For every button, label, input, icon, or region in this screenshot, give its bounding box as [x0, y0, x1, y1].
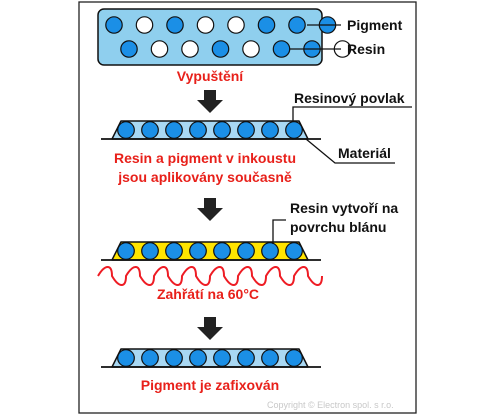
down-arrow-3: [197, 317, 223, 340]
pigment-particle: [165, 242, 183, 260]
pigment-particle: [237, 242, 255, 260]
pigment-particle: [165, 349, 183, 367]
step-1-caption: Vypuštění: [177, 68, 244, 84]
pigment-particle: [189, 349, 207, 367]
pigment-particle: [189, 242, 207, 260]
resin-particle: [150, 40, 169, 58]
pigment-particle: [189, 121, 207, 139]
pigment-particle: [272, 40, 291, 58]
pigment-particle: [213, 242, 231, 260]
pigment-particle: [285, 121, 303, 139]
pigment-row-step-3: [117, 242, 303, 260]
pigment-particle: [117, 121, 135, 139]
material-label: Materiál: [338, 145, 391, 161]
pigment-particle: [141, 121, 159, 139]
pigment-particle: [141, 242, 159, 260]
pigment-particle: [285, 242, 303, 260]
pigment-particle: [261, 242, 279, 260]
pigment-particle: [285, 349, 303, 367]
ink-particles: [105, 16, 352, 58]
down-arrow-1: [197, 90, 223, 113]
pigment-particle: [117, 349, 135, 367]
resin-particle: [196, 16, 215, 34]
resin-film-leader: [272, 219, 286, 244]
copyright-notice: Copyright © Electron spol. s r.o.: [267, 400, 394, 410]
pigment-particle: [120, 40, 138, 58]
step-4-caption: Pigment je zafixován: [141, 377, 279, 393]
pigment-particle: [257, 16, 276, 34]
outer-frame: [78, 1, 417, 414]
step-3-caption: Zahřátí na 60°C: [157, 286, 259, 302]
step-3-layer: [101, 241, 321, 261]
step-2-caption-line-2: jsou aplikovány současně: [117, 169, 292, 185]
step-4-layer: [101, 348, 321, 368]
resin-coating-label: Resinový povlak: [294, 90, 405, 106]
pigment-row-step-2: [117, 121, 303, 139]
pigment-particle: [213, 121, 231, 139]
material-leader: [305, 138, 395, 164]
pigment-particle: [165, 121, 183, 139]
resin-particle: [135, 16, 154, 34]
pigment-particle: [141, 349, 159, 367]
step-2-layer: [101, 120, 321, 140]
down-arrow-2: [197, 198, 223, 221]
pigment-particle: [166, 16, 184, 34]
legend-pigment-label: Pigment: [347, 17, 403, 33]
pigment-particle: [237, 121, 255, 139]
resin-film-label-line-1: Resin vytvoří na: [290, 200, 398, 216]
pigment-particle: [105, 16, 123, 34]
resin-film-label-line-2: povrchu blánu: [290, 219, 386, 235]
step-2-caption-line-1: Resin a pigment v inkoustu: [114, 150, 296, 166]
pigment-particle: [237, 349, 255, 367]
pigment-particle: [261, 121, 279, 139]
pigment-particle: [261, 349, 279, 367]
pigment-particle: [288, 16, 306, 34]
resin-particle: [181, 40, 199, 58]
resin-coating-leader: [292, 106, 412, 122]
legend-resin-label: Resin: [347, 41, 385, 57]
pigment-particle: [117, 242, 135, 260]
resin-particle: [242, 40, 260, 58]
pigment-particle: [211, 40, 230, 58]
pigment-particle: [213, 349, 231, 367]
resin-particle: [227, 16, 245, 34]
ink-box: [97, 8, 352, 66]
heat-wave: [97, 266, 323, 286]
